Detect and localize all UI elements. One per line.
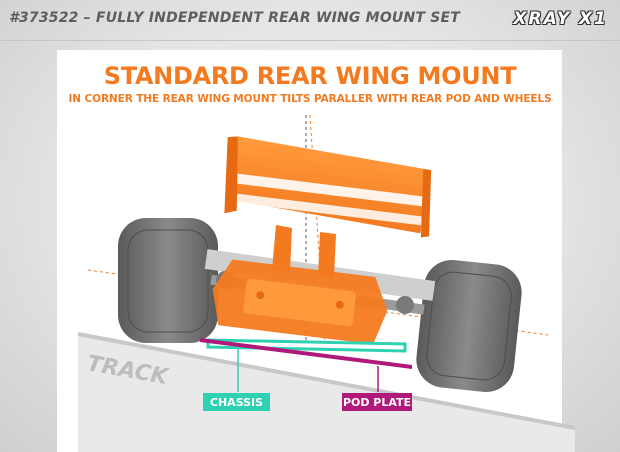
chassis-label: CHASSIS xyxy=(210,396,263,409)
wing-mount-left xyxy=(272,225,292,272)
pod-plate xyxy=(200,338,412,369)
wing-mount-right xyxy=(318,232,336,278)
chassis-plate xyxy=(206,338,407,353)
left-tire xyxy=(118,218,218,343)
pod-plate-label: POD PLATE xyxy=(343,396,411,409)
chassis-label-box: CHASSIS xyxy=(203,393,270,411)
header-bar: #373522 – FULLY INDEPENDENT REAR WING MO… xyxy=(0,0,620,40)
brand-logo: XRAY X1 xyxy=(513,9,608,29)
product-title: #373522 – FULLY INDEPENDENT REAR WING MO… xyxy=(9,10,461,26)
pod-plate-label-box: POD PLATE xyxy=(342,393,412,411)
rear-wing xyxy=(224,136,432,238)
header-divider xyxy=(0,40,620,41)
right-tire xyxy=(416,260,522,392)
diagram-title: STANDARD REAR WING MOUNT xyxy=(103,62,517,90)
track-line xyxy=(77,332,576,430)
track-surface xyxy=(78,334,575,452)
diagram-subtitle: IN CORNER THE REAR WING MOUNT TILTS PARA… xyxy=(68,93,552,105)
car-body xyxy=(212,259,388,345)
